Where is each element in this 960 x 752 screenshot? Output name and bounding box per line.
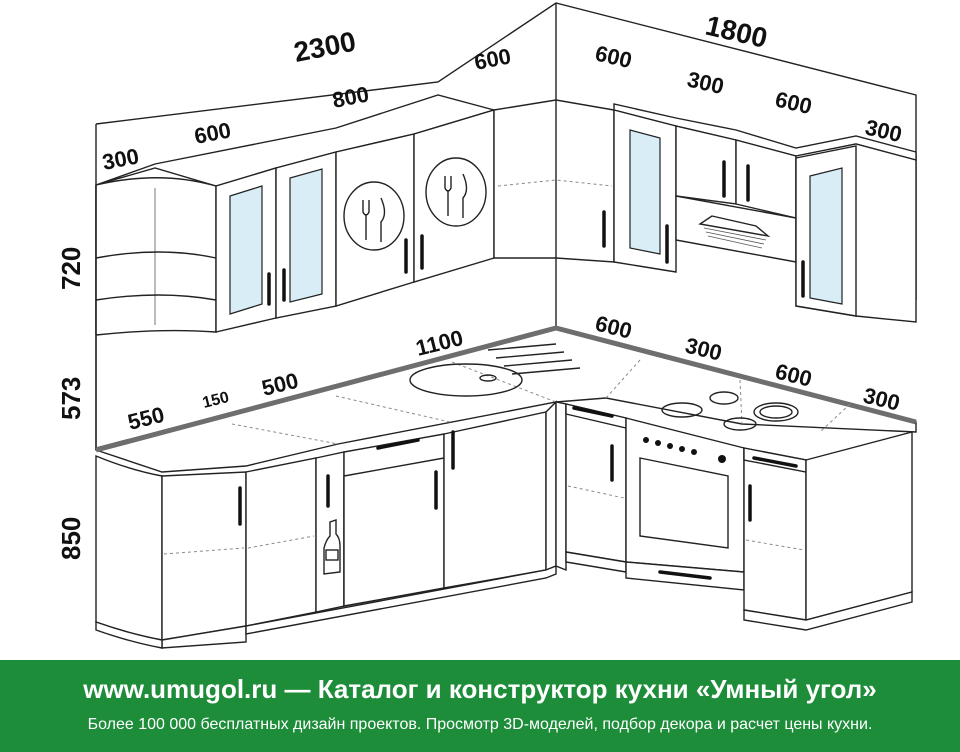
base-right-cabinets	[555, 401, 913, 631]
upper-corner-cabinet	[493, 99, 615, 263]
glass-door-pair	[215, 151, 337, 333]
dim-top-right-total: 1800	[703, 10, 771, 54]
bottle-icon	[323, 519, 341, 575]
dim-base-left-1: 150	[201, 389, 231, 412]
sink	[409, 343, 581, 397]
dim-upper-left-3: 600	[472, 43, 513, 75]
promo-banner: www.umugol.ru — Каталог и конструктор ку…	[0, 660, 960, 752]
dim-base-left-0: 550	[125, 402, 167, 435]
kitchen-drawing: 2300 1800 300 600 800 600 600 300 600 30…	[56, 2, 917, 649]
range-hood	[675, 195, 797, 263]
dim-top-left-total: 2300	[291, 26, 358, 68]
dim-height-base: 850	[56, 517, 86, 560]
dim-height-upper: 720	[56, 247, 86, 290]
upper-left-cabinets	[95, 94, 615, 336]
cooktop	[661, 391, 799, 431]
oven	[625, 417, 745, 591]
fork-knife-icon	[425, 157, 487, 227]
open-shelf-unit	[95, 177, 217, 336]
dim-upper-right-1: 300	[685, 67, 726, 100]
dim-upper-right-2: 600	[773, 87, 814, 120]
dim-upper-left-2: 800	[330, 81, 371, 113]
dim-upper-left-1: 600	[192, 117, 233, 149]
fork-knife-icon	[343, 181, 405, 251]
dim-upper-left-0: 300	[100, 143, 141, 175]
banner-subtitle: Более 100 000 бесплатных дизайн проектов…	[87, 716, 873, 733]
banner-title[interactable]: www.umugol.ru — Каталог и конструктор ку…	[83, 674, 877, 704]
dim-height-backsplash: 573	[56, 377, 86, 420]
base-left-cabinets	[95, 400, 557, 649]
oven-knobs	[643, 437, 726, 463]
dim-upper-right-0: 600	[593, 41, 634, 74]
countertop	[95, 325, 917, 473]
upper-right-cabinets	[613, 103, 917, 323]
